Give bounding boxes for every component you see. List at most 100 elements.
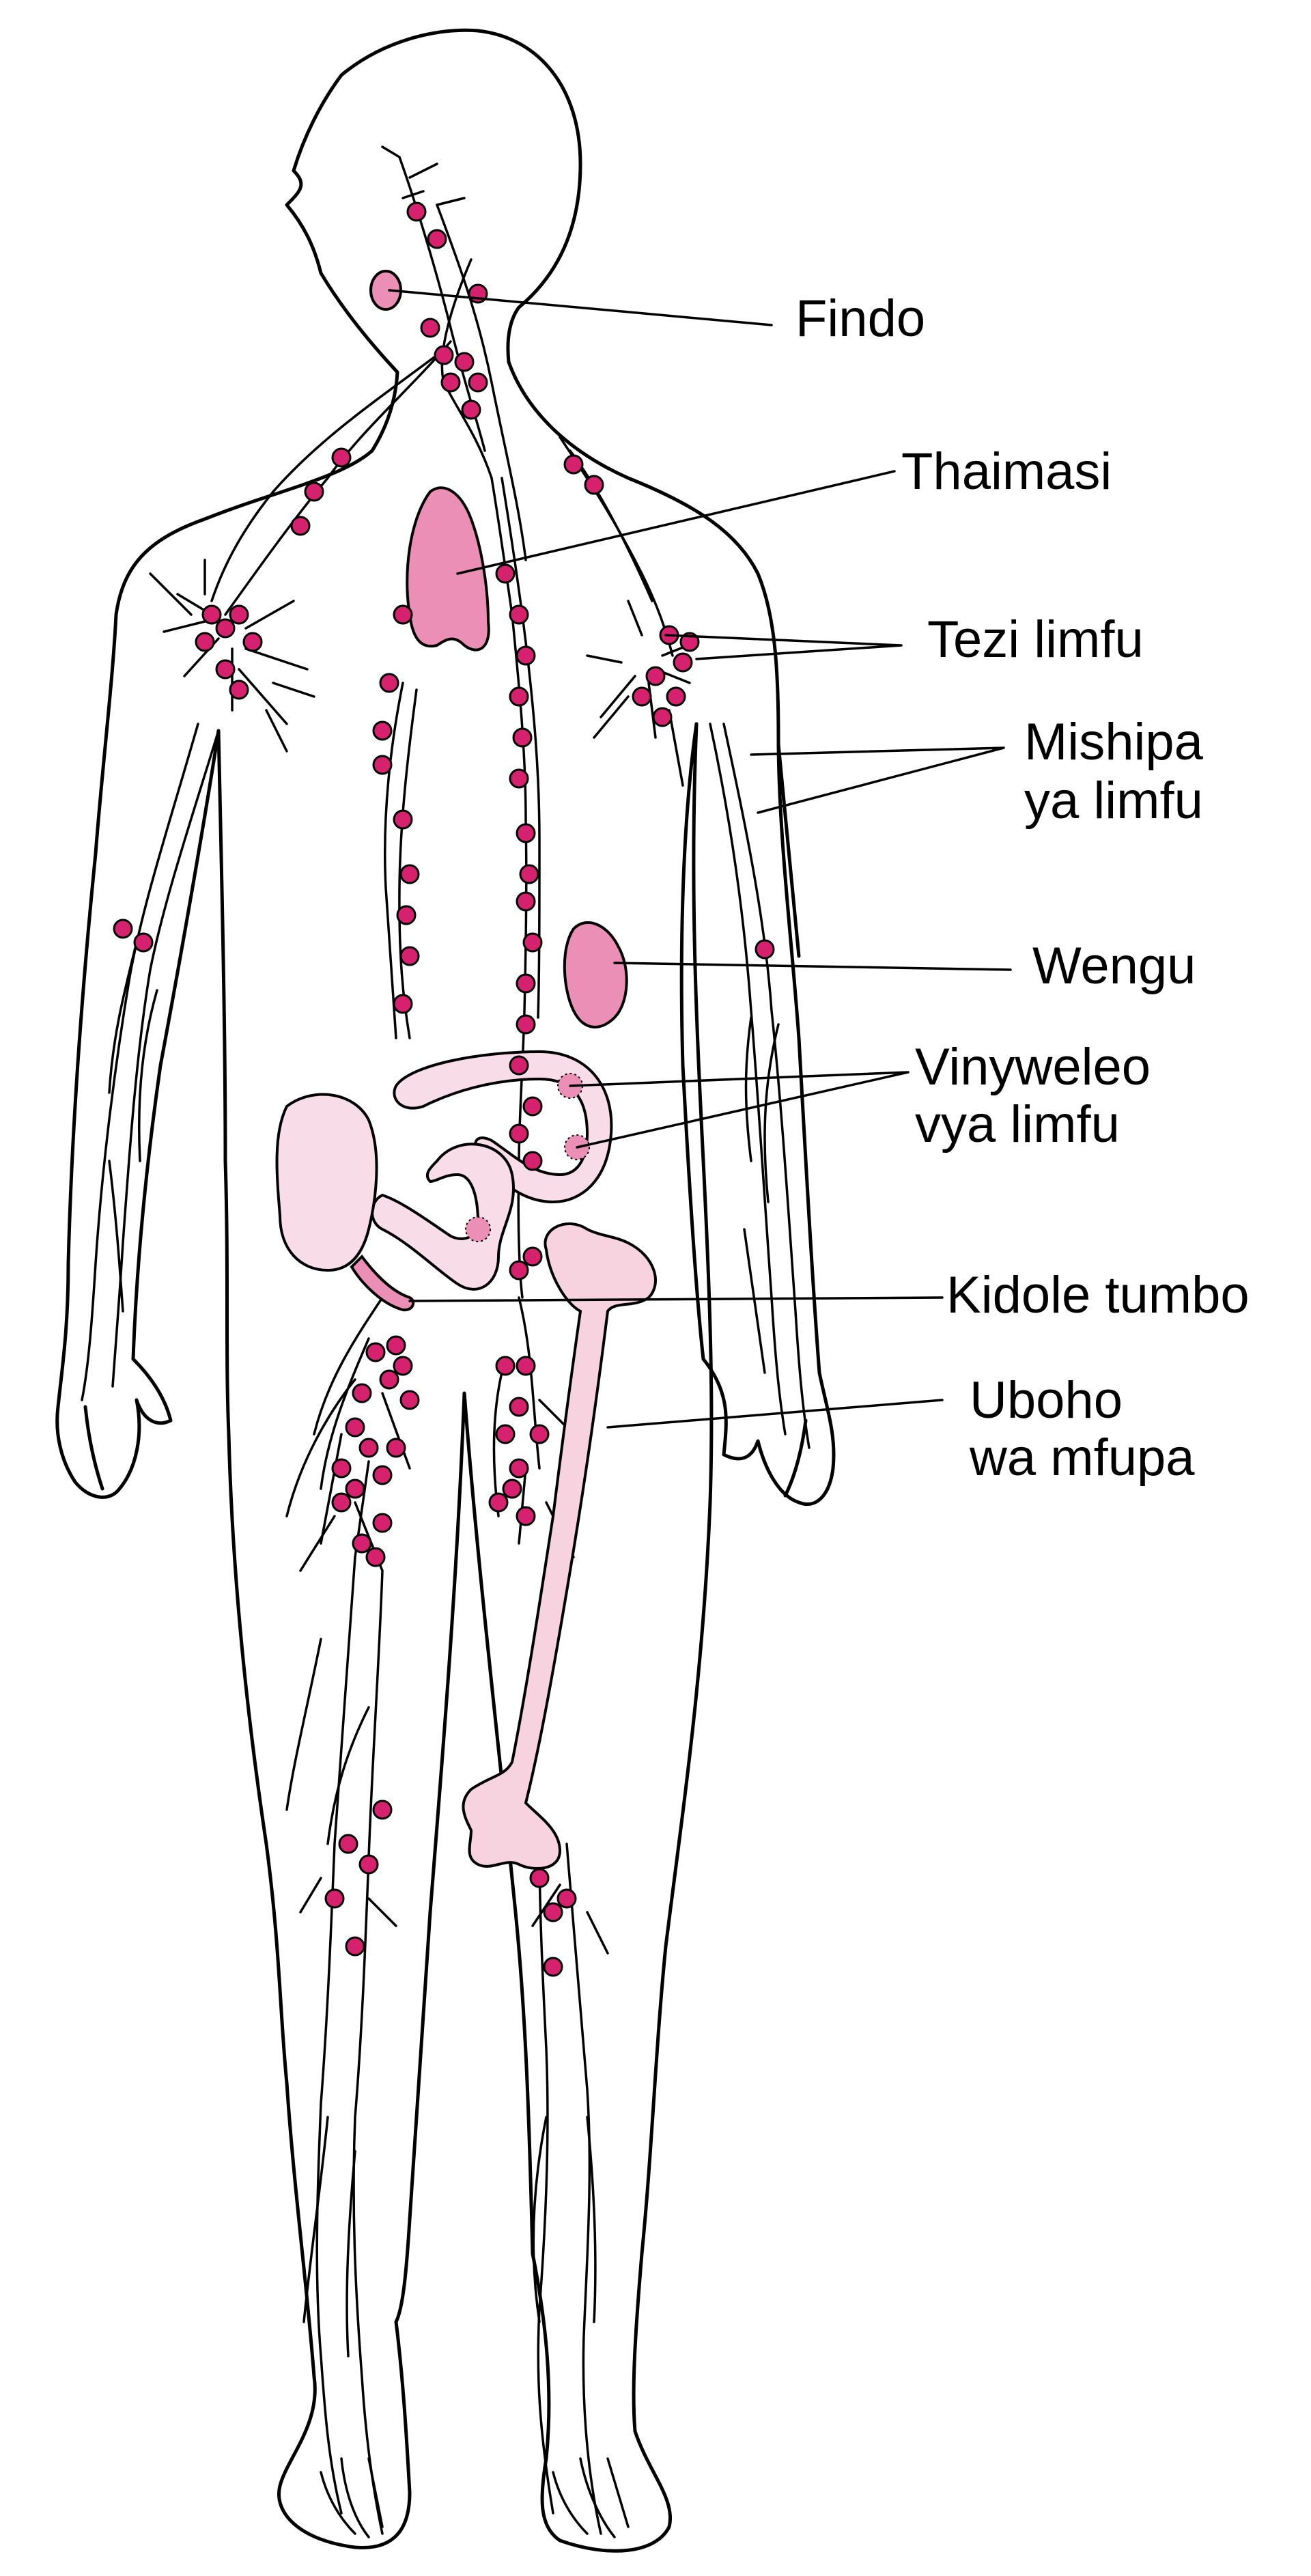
small-intestine-shape — [371, 1143, 515, 1291]
lymph-node — [215, 618, 236, 639]
legs-outline — [216, 722, 714, 2553]
label-findo: Findo — [795, 290, 925, 348]
lymph-node — [420, 318, 440, 338]
lymph-node — [386, 1438, 406, 1458]
lymph-node — [509, 1260, 529, 1280]
lymph-node — [386, 1335, 406, 1356]
lymph-node — [399, 946, 420, 966]
lymph-node — [584, 475, 604, 495]
leader-lines — [388, 289, 1012, 1429]
right-hand-outline — [701, 1357, 835, 1506]
lymph-node — [365, 1342, 386, 1362]
lymph-node — [516, 1014, 536, 1035]
lymph-node — [229, 604, 249, 625]
lymph-node — [399, 1390, 420, 1410]
leader-wengu — [613, 962, 1012, 971]
lymph-node — [543, 1902, 563, 1922]
lymph-node — [509, 1397, 529, 1417]
lymph-node — [522, 1151, 543, 1171]
label-mishipa-line1: Mishipa — [1024, 713, 1204, 771]
lymph-node — [529, 1424, 550, 1444]
lymph-node — [290, 516, 311, 536]
lymph-node — [358, 1854, 379, 1875]
lymph-node — [393, 604, 413, 625]
leader-findo — [388, 289, 773, 326]
lymph-node — [372, 720, 393, 741]
lymph-node — [440, 372, 461, 393]
lymph-node — [345, 1936, 365, 1957]
lymph-node — [516, 823, 536, 843]
body-outline — [55, 28, 836, 2553]
label-uboho-line2: wa mfupa — [969, 1429, 1195, 1487]
lymph-node — [358, 1438, 379, 1458]
lymph-node — [372, 755, 393, 775]
spleen-shape — [563, 921, 628, 1028]
lymph-node — [372, 1800, 393, 1820]
label-wengu: Wengu — [1032, 937, 1196, 995]
lymph-node — [461, 400, 481, 420]
femur-bone-shape — [462, 1222, 657, 1870]
lymph-node — [229, 680, 249, 700]
lymph-node — [516, 645, 536, 666]
lymph-node — [495, 1424, 516, 1444]
head-outline — [285, 28, 582, 374]
lymph-node — [543, 1957, 563, 1977]
lymph-node — [379, 1369, 399, 1390]
label-uboho-line1: Uboho — [970, 1371, 1123, 1429]
appendix-shape — [350, 1254, 415, 1312]
lymph-node — [393, 994, 413, 1014]
lymph-node — [215, 659, 236, 680]
lymph-node — [488, 1492, 509, 1513]
lymph-node — [133, 932, 154, 953]
lymph-node — [666, 686, 686, 707]
lymph-node — [454, 352, 475, 372]
lymph-node — [509, 1458, 529, 1479]
lymph-node — [195, 632, 215, 652]
labels: Findo Thaimasi Tezi limfu Mishipa ya lim… — [795, 290, 1250, 1487]
right-arm-outline — [679, 722, 801, 1361]
thymus-shape — [406, 486, 490, 652]
lymph-node — [352, 1533, 372, 1554]
lymph-node — [379, 673, 399, 693]
left-arm-outline — [131, 729, 221, 1361]
organs — [275, 270, 657, 1870]
lymph-node — [338, 1834, 358, 1854]
lymph-node — [673, 652, 693, 673]
label-vinyweleo-line2: vya limfu — [915, 1095, 1120, 1153]
label-kidole-tumbo: Kidole tumbo — [946, 1266, 1250, 1324]
large-intestine-shape — [393, 1050, 613, 1204]
lymph-node — [522, 932, 543, 953]
lymph-node — [201, 604, 222, 625]
label-mishipa-line2: ya limfu — [1024, 772, 1203, 830]
lymph-follicle — [465, 1216, 491, 1242]
leader-uboho — [606, 1399, 944, 1429]
torso-outline — [56, 360, 836, 1470]
label-vinyweleo-line1: Vinyweleo — [915, 1038, 1151, 1096]
lymph-node — [495, 1356, 516, 1376]
leader-tezi-limfu — [664, 634, 903, 660]
lymph-node — [393, 1356, 413, 1376]
lymph-node — [468, 372, 488, 393]
lymph-node — [393, 809, 413, 830]
lymph-node — [304, 481, 324, 502]
lymph-node — [372, 1513, 393, 1533]
lymph-node — [365, 1547, 386, 1567]
lymph-node — [345, 1479, 365, 1499]
lymph-node — [509, 768, 529, 789]
lymph-node — [242, 632, 263, 652]
left-hand-outline — [55, 1357, 173, 1499]
lymph-node — [495, 563, 516, 584]
leader-mishipa — [750, 746, 1005, 814]
lymph-nodes — [113, 201, 775, 1977]
lymph-node — [502, 1479, 522, 1499]
lymph-node — [324, 1888, 345, 1909]
lymph-node — [519, 864, 539, 884]
lymph-node — [427, 229, 447, 249]
lymph-node — [645, 666, 666, 686]
lymph-node — [509, 604, 529, 625]
lymph-node — [516, 1506, 536, 1526]
lymph-node — [652, 707, 673, 727]
label-tezi-limfu: Tezi limfu — [927, 611, 1144, 669]
label-thaimasi: Thaimasi — [901, 443, 1112, 501]
